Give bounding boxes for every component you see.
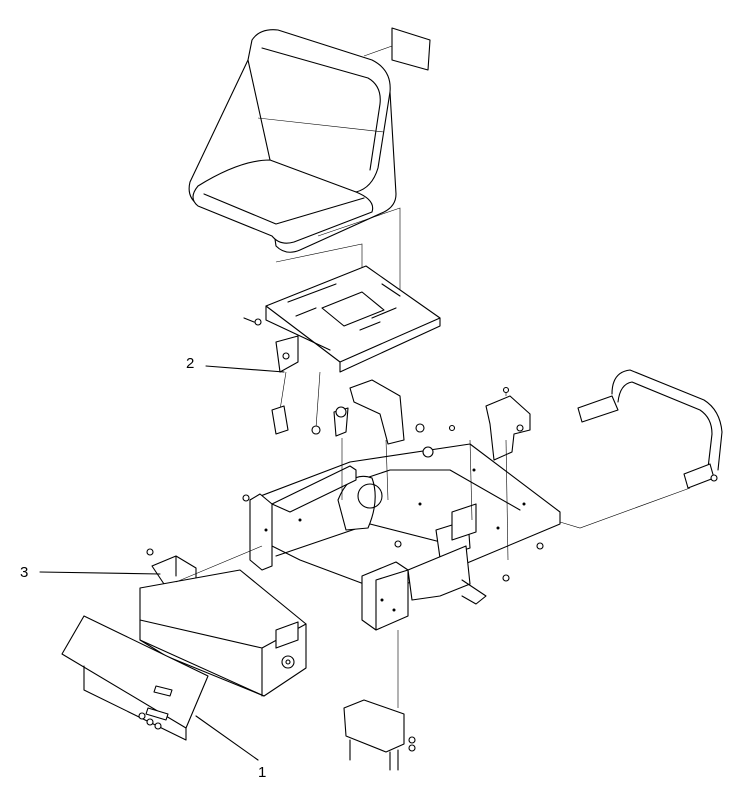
console-assembly [139,545,307,697]
roll-bar [559,369,723,529]
seat-cushion [188,29,397,253]
callout-label-3: 3 [20,564,29,581]
front-panel [61,615,209,741]
foot-bracket [343,630,416,771]
seat-plate-hardware [243,317,321,435]
leader-line-1 [195,715,259,761]
fasteners [146,386,544,582]
seat-tag [391,27,431,71]
seat-plate [265,207,441,373]
main-frame [249,443,561,631]
leader-line-2 [205,365,285,373]
callout-label-1: 1 [258,764,267,781]
callout-label-2: 2 [186,355,195,372]
leader-line-3 [39,571,161,575]
mount-brackets [333,379,531,561]
